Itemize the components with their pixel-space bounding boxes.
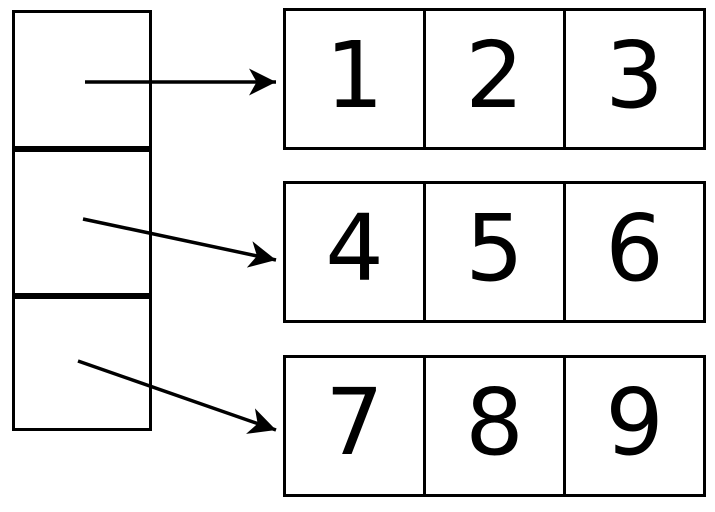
array-cell-1-0: 4	[325, 195, 384, 302]
pointer-array	[12, 10, 152, 431]
array-cell-1-1: 5	[423, 184, 563, 320]
pointer-box-1	[12, 149, 152, 296]
array-cell-2-2: 9	[563, 358, 703, 494]
pointer-box-2	[12, 296, 152, 431]
array-cell-2-0: 7	[325, 369, 384, 476]
array-row-1: 4 5 6	[283, 181, 706, 323]
pointer-box-0	[12, 10, 152, 149]
array-cell-0-2: 3	[563, 11, 703, 147]
array-cell-2-1: 8	[423, 358, 563, 494]
array-cell-1-2: 6	[563, 184, 703, 320]
array-row-0: 1 2 3	[283, 8, 706, 150]
array-cell-0-1: 2	[423, 11, 563, 147]
array-cell-0-0: 1	[325, 22, 384, 129]
array-row-2: 7 8 9	[283, 355, 706, 497]
